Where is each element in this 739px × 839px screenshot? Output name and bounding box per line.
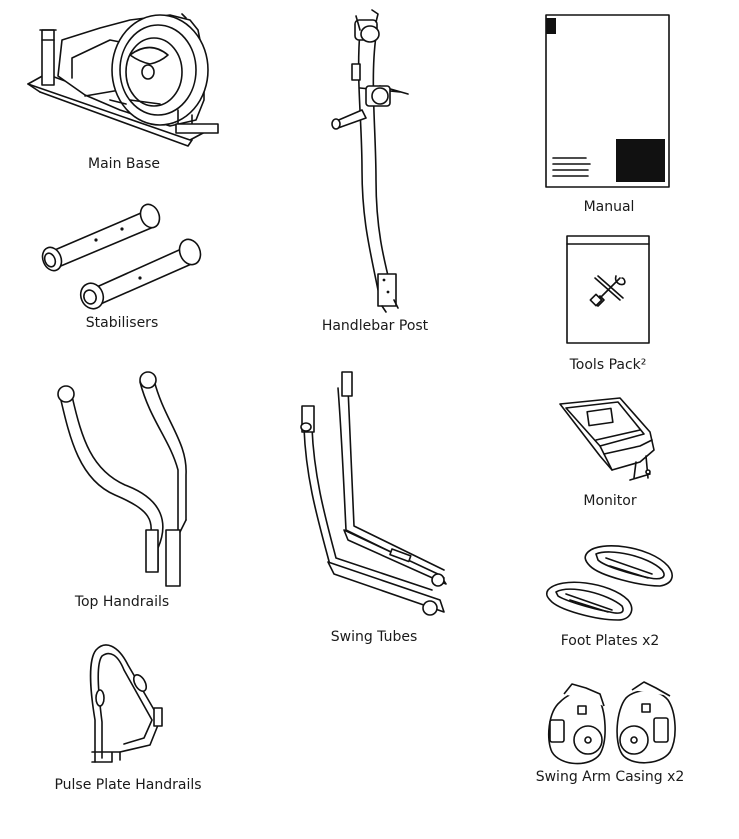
swing-tubes-label: Swing Tubes xyxy=(330,629,418,645)
tools-pack-icon xyxy=(566,235,650,344)
main-base-icon xyxy=(27,13,219,147)
handlebar-post-label: Handlebar Post xyxy=(321,318,429,334)
stabilisers-label: Stabilisers xyxy=(85,315,159,331)
tools-pack-label: Tools Pack² xyxy=(569,357,647,373)
handlebar-post-icon xyxy=(331,9,409,313)
pulse-plate-handrails-icon xyxy=(89,644,163,763)
manual-icon xyxy=(545,14,670,188)
top-handrails-label: Top Handrails xyxy=(74,594,170,610)
swing-arm-casing-icon xyxy=(547,681,676,765)
monitor-label: Monitor xyxy=(583,493,637,509)
monitor-icon xyxy=(559,397,655,481)
top-handrails-icon xyxy=(57,371,187,587)
foot-plates-label: Foot Plates x2 xyxy=(560,633,660,649)
stabilisers-icon xyxy=(41,203,202,310)
swing-tubes-icon xyxy=(300,371,447,616)
foot-plates-icon xyxy=(545,545,673,621)
main-base-label: Main Base xyxy=(88,156,160,172)
manual-label: Manual xyxy=(583,199,635,215)
pulse-plate-handrails-label: Pulse Plate Handrails xyxy=(54,777,202,793)
swing-arm-casing-label: Swing Arm Casing x2 xyxy=(535,769,685,785)
